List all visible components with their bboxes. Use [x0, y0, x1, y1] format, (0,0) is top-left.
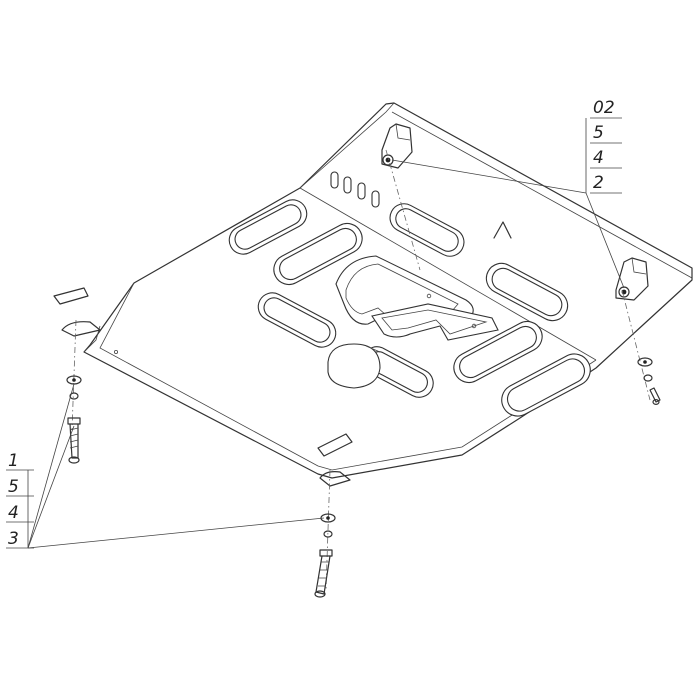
- callout-02: 02: [593, 98, 615, 118]
- callout-5-right: 5: [593, 123, 604, 143]
- fastener-right: [637, 357, 661, 406]
- callout-labels-right: 02 5 4 2: [593, 98, 615, 193]
- front-left-tab: [53, 287, 101, 337]
- callout-2: 2: [593, 173, 604, 193]
- plate-mark: A: [493, 221, 512, 239]
- leader-lines-left: [6, 383, 325, 549]
- callout-4-right: 4: [593, 148, 604, 168]
- callout-4-left: 4: [8, 503, 19, 523]
- callout-3: 3: [8, 529, 19, 549]
- callout-5-left: 5: [8, 477, 19, 497]
- callout-labels-left: 1 5 4 3: [8, 451, 19, 549]
- fastener-left: [66, 375, 82, 464]
- skid-plate: [83, 102, 693, 479]
- leader-lines-right: [391, 117, 625, 289]
- plate-slots: [114, 171, 591, 417]
- rear-bracket-left: [381, 123, 413, 169]
- callout-1: 1: [8, 451, 19, 471]
- front-center-tab: [317, 433, 353, 487]
- fastener-center: [314, 513, 336, 598]
